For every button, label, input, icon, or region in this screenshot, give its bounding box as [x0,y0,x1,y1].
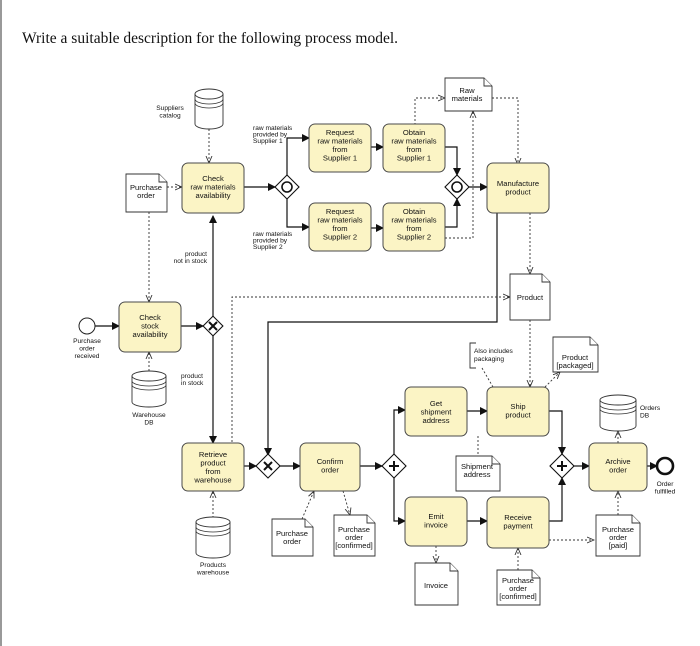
question-text: Write a suitable description for the fol… [22,30,399,47]
xor-join-gateway [255,453,281,479]
and-split-gateway [381,453,407,479]
xor-split-gateway [202,315,224,337]
svg-text:Product: Product [517,293,544,302]
start-event [78,317,96,335]
data-associations [149,98,618,570]
or-join-gateway [444,174,470,200]
doc-invoice: Invoice [414,562,459,606]
doc-product-packaged: Product[packaged] [552,336,599,373]
svg-text:Invoice: Invoice [424,581,448,590]
svg-text:Product[packaged]: Product[packaged] [556,353,593,370]
or-split-gateway [274,174,300,200]
and-join-gateway [549,453,575,479]
page-left-border [0,0,2,646]
end-event [655,456,675,476]
doc-product: Product [509,273,551,321]
sequence-flows [91,134,658,525]
